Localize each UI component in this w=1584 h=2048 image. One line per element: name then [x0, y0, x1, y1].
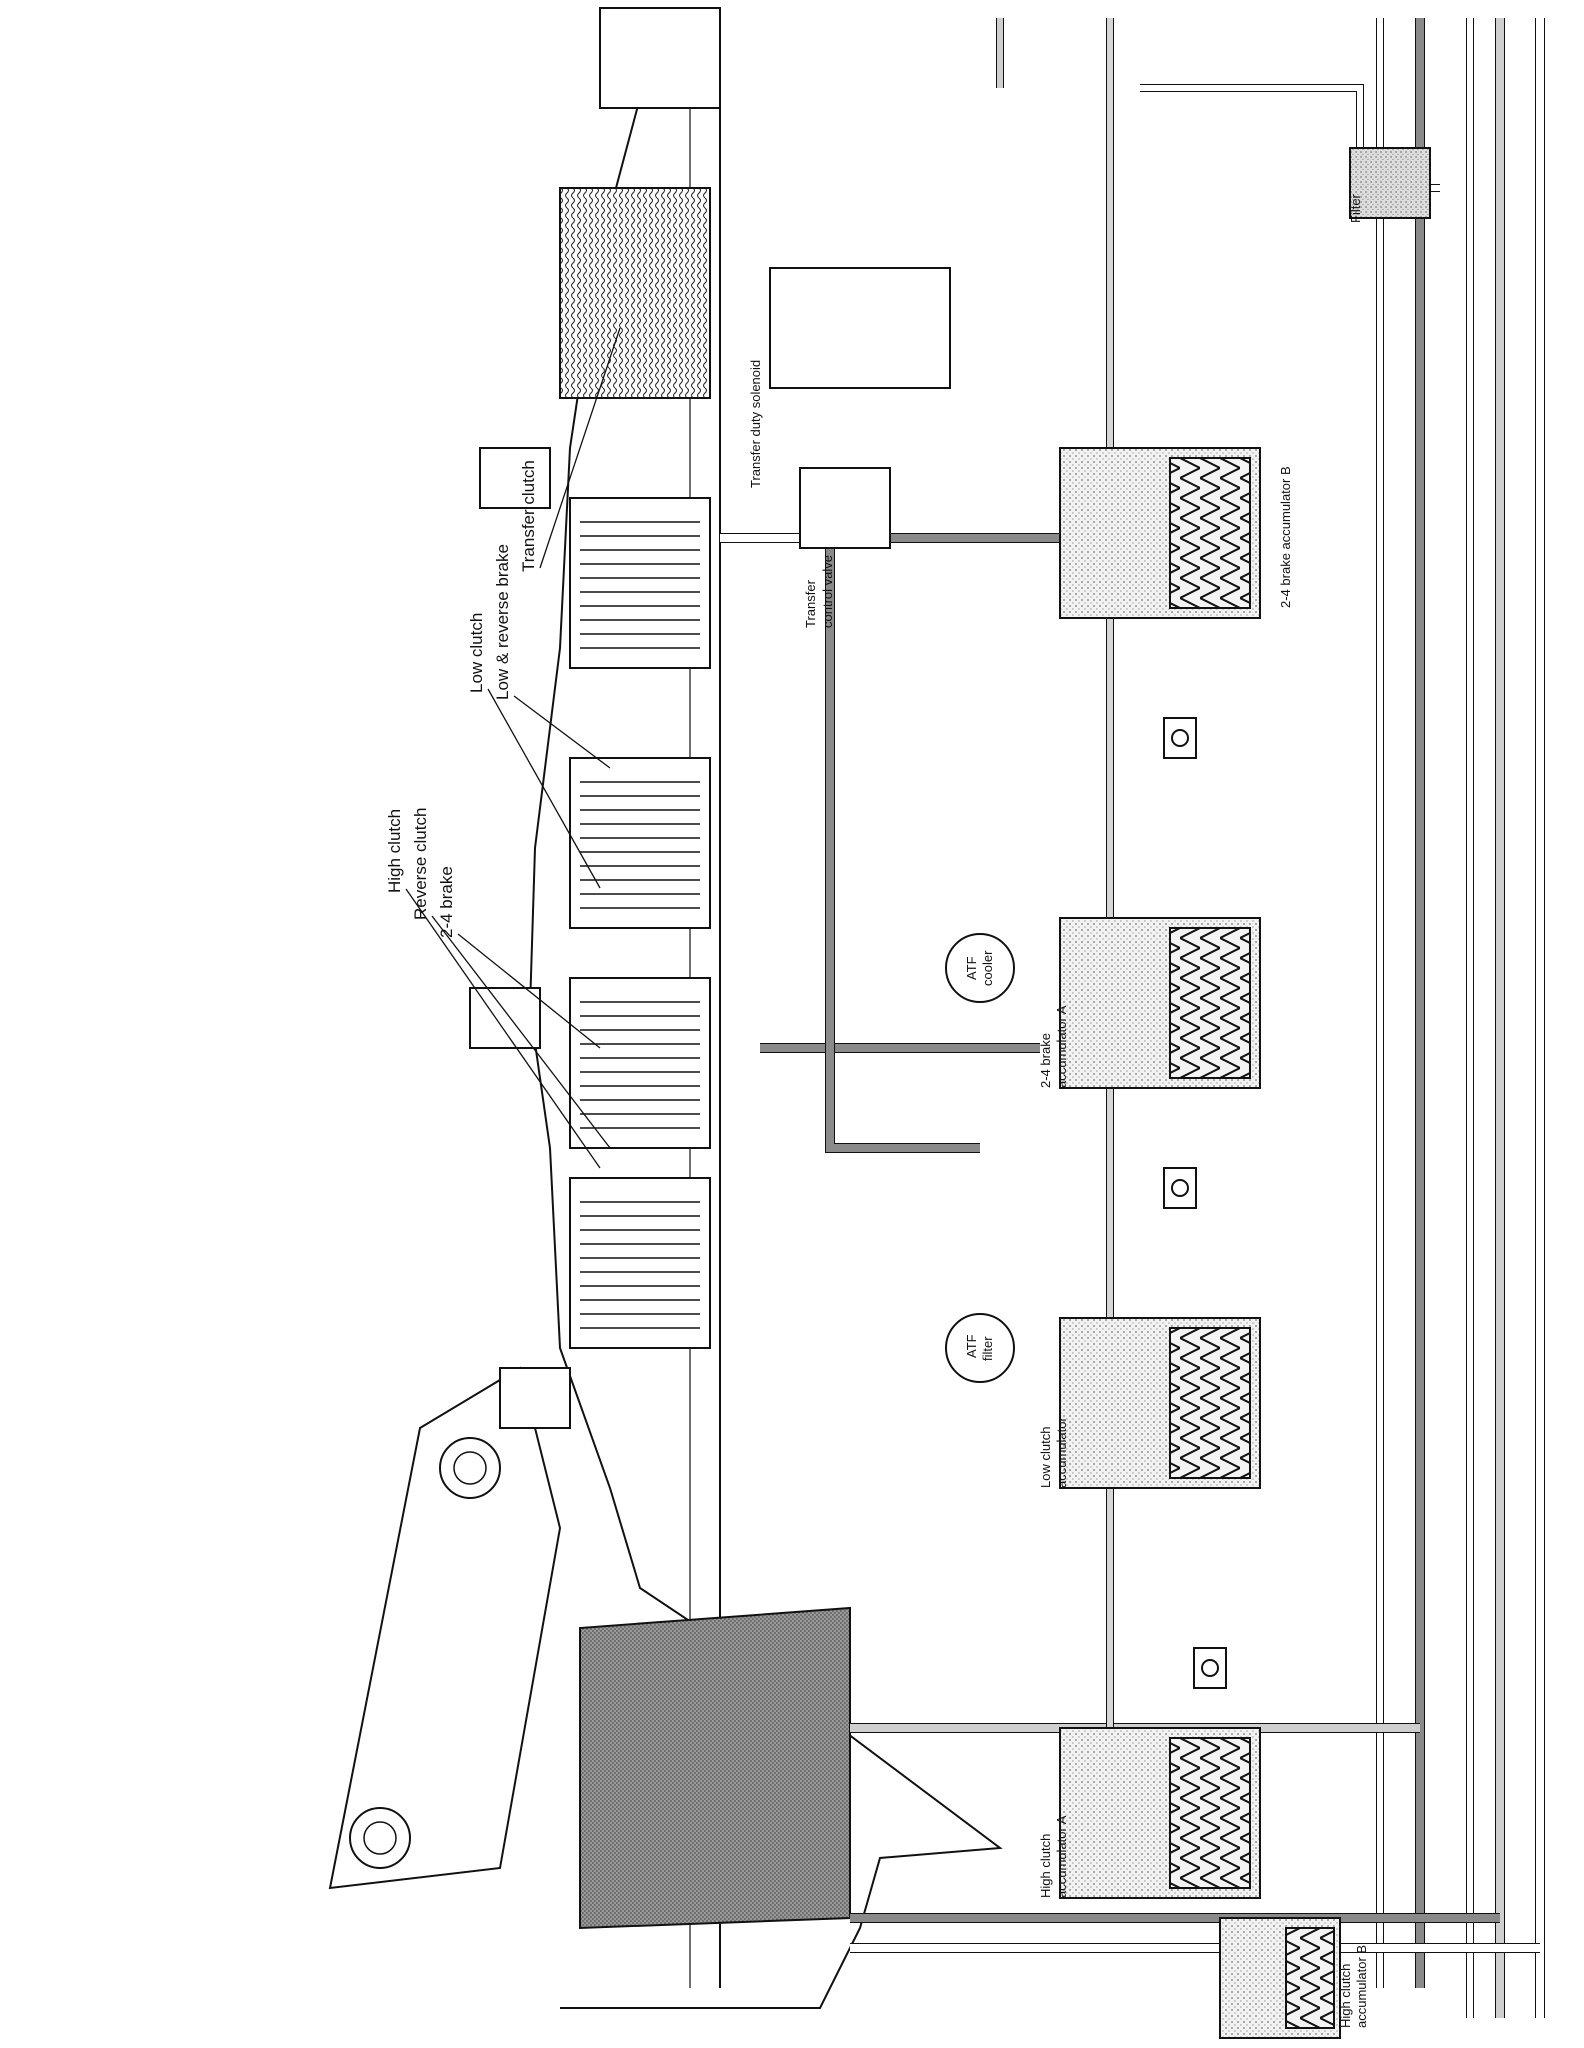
accumulator-2-4-brake-b: [1059, 447, 1261, 619]
label-low-clutch-accumulator: Low clutch: [1038, 1427, 1053, 1488]
transmission-cross-section: [328, 7, 1003, 2009]
label-transfer-duty-solenoid: Transfer duty solenoid: [748, 360, 763, 488]
component-callouts: High clutch Reverse clutch 2-4 brake Low cl…: [385, 327, 621, 1169]
label-filter: Filter: [1348, 193, 1363, 223]
transfer-duty-solenoid: [769, 267, 951, 389]
label-atf-filter: filter: [980, 1336, 995, 1361]
label-atf-cooler: cooler: [980, 950, 995, 986]
callout-low-reverse-brake: Low & reverse brake: [493, 544, 611, 769]
one-way-ball-icon: [1171, 1179, 1189, 1197]
callout-label: High clutch: [385, 809, 404, 893]
label-high-clutch-accumulator-a: High clutch: [1038, 1834, 1053, 1898]
label-high-clutch-accumulator-b: High clutch: [1338, 1964, 1353, 2028]
passage-cooler-loop: [826, 534, 980, 1152]
leader-line: [405, 888, 601, 1169]
leader-line: [431, 915, 611, 1149]
accumulator-spring: [1169, 457, 1251, 609]
callout-2-4-brake: 2-4 brake: [437, 866, 601, 1049]
label-atf-cooler: ATF: [964, 956, 979, 980]
accumulator-high-clutch-b: [1219, 1917, 1341, 2039]
torque-converter: [579, 1606, 851, 1930]
clutch-pack: [569, 1177, 711, 1349]
one-way-ball-icon: [1201, 1659, 1219, 1677]
case-boss: [499, 1367, 571, 1429]
label-2-4-brake-accumulator-b: 2-4 brake accumulator B: [1278, 466, 1293, 608]
accumulator-2-4-brake-a: [1059, 917, 1261, 1089]
mount-bolt-icon: [453, 1451, 487, 1485]
callout-label: Transfer clutch: [519, 460, 538, 572]
accumulator-spring: [1169, 927, 1251, 1079]
label-2-4-brake-accumulator-a: accumulator A: [1054, 1005, 1069, 1088]
one-way-balls: [1163, 717, 1227, 1689]
leader-line: [487, 688, 601, 889]
one-way-ball-icon: [1171, 729, 1189, 747]
transfer-control-valve: [799, 467, 891, 549]
accumulator-low-clutch: [1059, 1317, 1261, 1489]
callout-reverse-clutch: Reverse clutch: [411, 808, 611, 1149]
callout-transfer-clutch: Transfer clutch: [519, 327, 621, 572]
accumulator-high-clutch-a: [1059, 1727, 1261, 1899]
label-high-clutch-accumulator-a: accumulator A: [1054, 1815, 1069, 1898]
accumulator-spring: [1169, 1737, 1251, 1889]
callout-low-clutch: Low clutch: [467, 613, 601, 889]
callout-high-clutch: High clutch: [385, 809, 601, 1169]
accumulator-spring: [1169, 1327, 1251, 1479]
leader-line: [457, 933, 601, 1049]
callout-label: Low & reverse brake: [493, 544, 512, 700]
converter-bellhousing: [328, 1366, 562, 1890]
leader-line: [513, 695, 611, 769]
output-housing: [599, 7, 721, 109]
label-2-4-brake-accumulator-a: 2-4 brake: [1038, 1033, 1053, 1088]
callout-label: Reverse clutch: [411, 808, 430, 920]
mount-bolt-icon: [349, 1807, 411, 1869]
label-transfer-control-valve: Transfer: [803, 579, 818, 628]
leader-line: [539, 327, 621, 569]
filter: [1349, 147, 1431, 219]
atf-cooler: [945, 933, 1015, 1003]
label-low-clutch-accumulator: accumulator: [1054, 1417, 1069, 1488]
case-boss: [479, 447, 551, 509]
clutch-pack: [569, 497, 711, 669]
label-atf-filter: ATF: [964, 1334, 979, 1358]
mount-bolt-icon: [363, 1821, 397, 1855]
callout-label: Low clutch: [467, 613, 486, 693]
mount-bolt-icon: [439, 1437, 501, 1499]
valves: [769, 147, 1431, 1383]
atf-filter: [945, 1313, 1015, 1383]
callout-label: 2-4 brake: [437, 866, 456, 938]
accumulator-spring: [1285, 1927, 1335, 2029]
transfer-clutch-pack: [559, 187, 711, 399]
passage-cooler-loop: [825, 533, 980, 1153]
label-transfer-control-valve: control valve: [820, 555, 835, 628]
accumulators: [1059, 447, 1341, 2039]
clutch-pack: [569, 757, 711, 929]
clutch-pack: [569, 977, 711, 1149]
label-high-clutch-accumulator-b: accumulator B: [1354, 1945, 1369, 2028]
